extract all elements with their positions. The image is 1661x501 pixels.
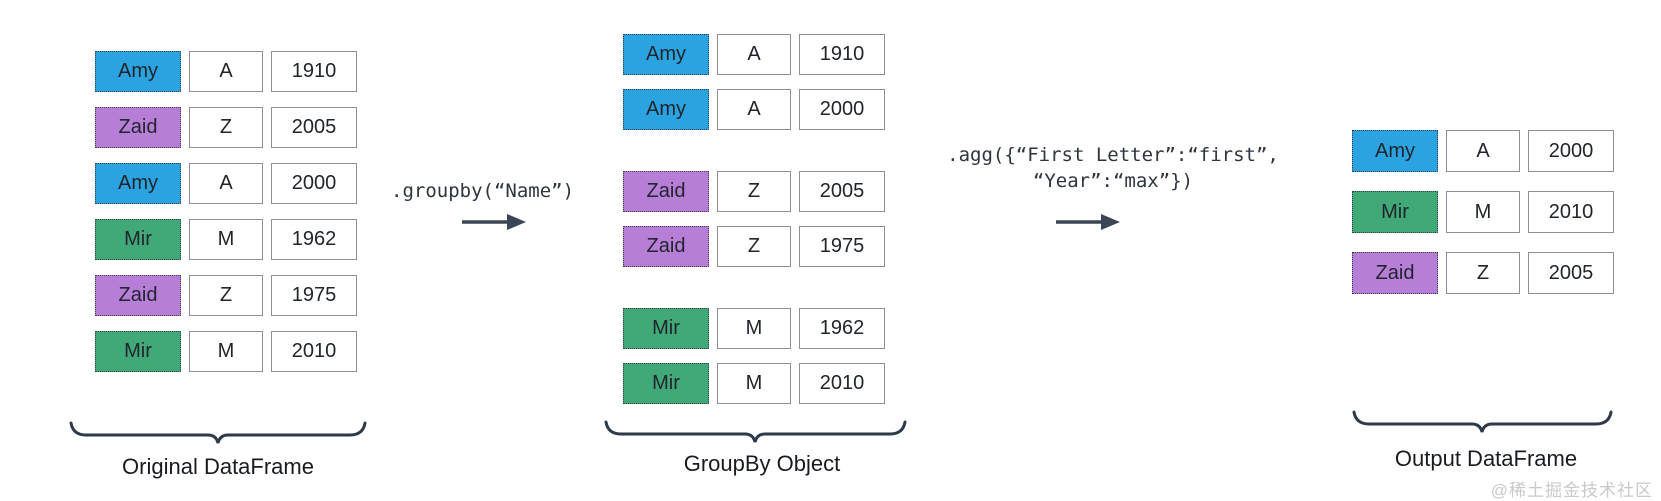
table-row: Zaid Z 2005: [623, 171, 885, 212]
right-arrow-icon: [1056, 214, 1120, 230]
agg-code-line1: .agg({“First Letter”:“first”,: [947, 144, 1279, 166]
name-cell: Mir: [95, 219, 181, 260]
table-row: Amy A 1910: [623, 34, 885, 75]
letter-cell: M: [189, 331, 263, 372]
table-row: Amy A 2000: [95, 163, 357, 204]
group-mir: Mir M 1962 Mir M 2010: [623, 308, 885, 404]
letter-cell: Z: [189, 107, 263, 148]
year-cell: 2010: [1528, 191, 1614, 233]
letter-cell: M: [1446, 191, 1520, 233]
groupby-code-annotation: .groupby(“Name”): [391, 180, 575, 202]
year-cell: 1910: [271, 51, 357, 92]
year-cell: 2010: [271, 331, 357, 372]
year-cell: 2000: [799, 89, 885, 130]
letter-cell: M: [189, 219, 263, 260]
agg-code-line2: “Year”:“max”}): [1032, 170, 1194, 192]
letter-cell: A: [189, 51, 263, 92]
agg-code-annotation: .agg({“First Letter”:“first”, “Year”:“ma…: [930, 142, 1296, 194]
right-arrow-icon: [462, 214, 526, 230]
letter-cell: A: [189, 163, 263, 204]
name-cell: Zaid: [1352, 252, 1438, 294]
watermark: @稀土掘金技术社区: [1490, 481, 1653, 500]
year-cell: 2005: [1528, 252, 1614, 294]
table-row: Mir M 2010: [623, 363, 885, 404]
year-cell: 1962: [271, 219, 357, 260]
year-cell: 2010: [799, 363, 885, 404]
letter-cell: M: [717, 308, 791, 349]
name-cell: Mir: [1352, 191, 1438, 233]
output-dataframe-label: Output DataFrame: [1394, 446, 1578, 471]
letter-cell: Z: [717, 171, 791, 212]
groupby-object-table: Amy A 1910 Amy A 2000 Zaid Z 2005 Zaid Z…: [623, 34, 885, 404]
table-row: Zaid Z 2005: [1352, 252, 1614, 294]
name-cell: Mir: [95, 331, 181, 372]
table-row: Amy A 2000: [623, 89, 885, 130]
name-cell: Amy: [623, 34, 709, 75]
table-row: Mir M 1962: [95, 219, 357, 260]
year-cell: 2000: [1528, 130, 1614, 172]
name-cell: Mir: [623, 308, 709, 349]
table-row: Mir M 2010: [1352, 191, 1614, 233]
name-cell: Amy: [95, 163, 181, 204]
letter-cell: A: [717, 34, 791, 75]
year-cell: 2005: [271, 107, 357, 148]
letter-cell: Z: [189, 275, 263, 316]
table-row: Zaid Z 1975: [95, 275, 357, 316]
group-zaid: Zaid Z 2005 Zaid Z 1975: [623, 171, 885, 267]
original-dataframe-label: Original DataFrame: [122, 454, 314, 479]
group-amy: Amy A 1910 Amy A 2000: [623, 34, 885, 130]
name-cell: Amy: [623, 89, 709, 130]
letter-cell: M: [717, 363, 791, 404]
original-dataframe-table: Amy A 1910 Zaid Z 2005 Amy A 2000 Mir M …: [95, 51, 357, 372]
name-cell: Amy: [95, 51, 181, 92]
name-cell: Zaid: [623, 226, 709, 267]
name-cell: Amy: [1352, 130, 1438, 172]
underbrace-icon: [1352, 410, 1613, 433]
underbrace-icon: [604, 420, 907, 443]
name-cell: Zaid: [95, 275, 181, 316]
output-dataframe-table: Amy A 2000 Mir M 2010 Zaid Z 2005: [1352, 130, 1614, 294]
table-row: Amy A 1910: [95, 51, 357, 92]
letter-cell: A: [717, 89, 791, 130]
letter-cell: Z: [1446, 252, 1520, 294]
groupby-object-label: GroupBy Object: [683, 451, 841, 476]
table-row: Zaid Z 2005: [95, 107, 357, 148]
year-cell: 1962: [799, 308, 885, 349]
name-cell: Zaid: [623, 171, 709, 212]
letter-cell: Z: [717, 226, 791, 267]
table-row: Amy A 2000: [1352, 130, 1614, 172]
underbrace-icon: [69, 421, 367, 444]
table-row: Zaid Z 1975: [623, 226, 885, 267]
table-row: Mir M 1962: [623, 308, 885, 349]
year-cell: 2000: [271, 163, 357, 204]
table-row: Mir M 2010: [95, 331, 357, 372]
year-cell: 1975: [799, 226, 885, 267]
name-cell: Mir: [623, 363, 709, 404]
letter-cell: A: [1446, 130, 1520, 172]
year-cell: 2005: [799, 171, 885, 212]
year-cell: 1975: [271, 275, 357, 316]
year-cell: 1910: [799, 34, 885, 75]
name-cell: Zaid: [95, 107, 181, 148]
